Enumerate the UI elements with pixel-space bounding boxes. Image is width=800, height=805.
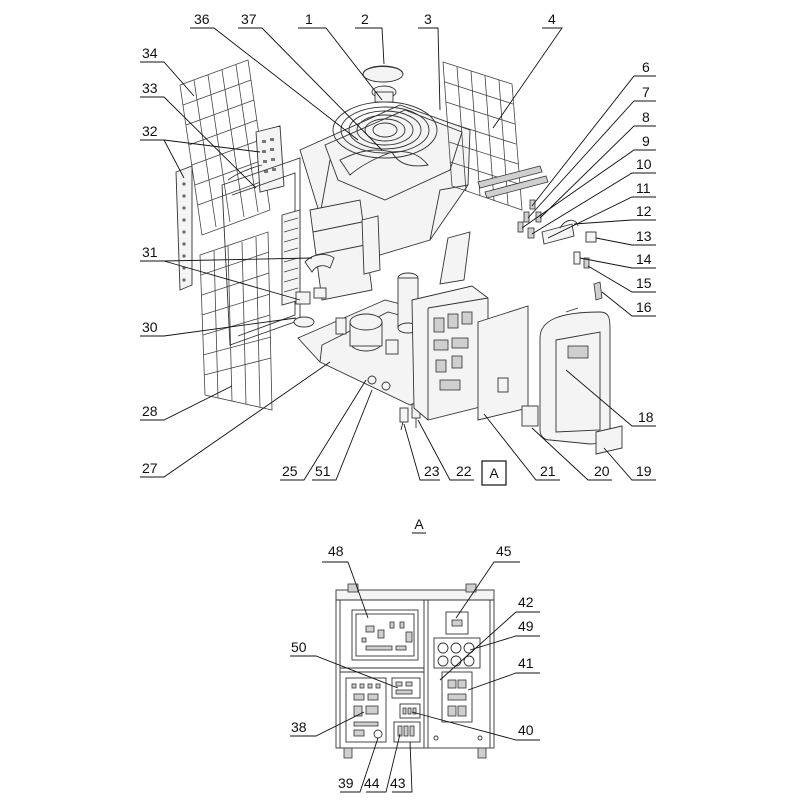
callout-13: 13 [636, 228, 652, 244]
callout-12: 12 [636, 203, 652, 219]
callout-23: 23 [424, 463, 440, 479]
upper-callouts: 1 2 3 4 36 37 34 33 32 31 30 28 [140, 11, 656, 481]
callout-32: 32 [142, 123, 158, 139]
callout-43: 43 [390, 775, 406, 791]
callout-39: 39 [338, 775, 354, 791]
callout-42: 42 [518, 594, 534, 610]
callout-16: 16 [636, 299, 652, 315]
callout-15: 15 [636, 275, 652, 291]
perforated-tube [255, 125, 285, 193]
lower-left-grille [199, 231, 273, 411]
detail-a-title-text: A [414, 516, 424, 532]
callout-11: 11 [636, 180, 651, 196]
callout-41: 41 [518, 655, 534, 671]
controller-box [595, 425, 623, 455]
perforated-side-panel [175, 165, 193, 291]
callout-49: 49 [518, 618, 534, 634]
callout-27: 27 [142, 460, 158, 476]
refrigeration-fittings [517, 199, 603, 301]
callout-20: 20 [594, 463, 610, 479]
callout-4: 4 [548, 11, 556, 27]
callout-25: 25 [282, 463, 298, 479]
callout-10: 10 [636, 156, 652, 172]
detail-a-title: A [412, 516, 426, 534]
callout-3: 3 [424, 11, 432, 27]
callout-37: 37 [241, 11, 257, 27]
callout-6: 6 [642, 59, 650, 75]
callout-44: 44 [364, 775, 380, 791]
callout-51: 51 [315, 463, 331, 479]
electrical-box-detail [335, 583, 495, 759]
callout-31: 31 [142, 244, 158, 260]
detail-ref-label: A [489, 465, 499, 481]
callout-2: 2 [361, 11, 369, 27]
electrical-box [411, 285, 489, 421]
callout-19: 19 [636, 463, 652, 479]
partition-plate [309, 199, 471, 301]
callout-34: 34 [142, 45, 158, 61]
side-panel [477, 305, 529, 421]
front-panel [521, 311, 611, 445]
detail-callouts: 48 45 42 49 41 40 50 38 39 44 43 [290, 543, 540, 793]
callout-30: 30 [142, 319, 158, 335]
callout-7: 7 [642, 84, 650, 100]
callout-45: 45 [496, 543, 512, 559]
callout-22: 22 [456, 463, 472, 479]
callout-14: 14 [636, 251, 652, 267]
small-rod [565, 307, 579, 313]
callout-18: 18 [638, 409, 654, 425]
callout-50: 50 [291, 639, 307, 655]
callout-9: 9 [642, 133, 650, 149]
detail-ref-box: A [481, 460, 507, 486]
callout-8: 8 [642, 109, 650, 125]
small-parts-left [293, 287, 327, 328]
callout-28: 28 [142, 403, 158, 419]
pipe-elbow [304, 254, 335, 273]
callout-36: 36 [194, 11, 210, 27]
callout-48: 48 [328, 543, 344, 559]
right-grille [442, 61, 549, 211]
callout-38: 38 [291, 719, 307, 735]
callout-33: 33 [142, 80, 158, 96]
callout-21: 21 [540, 463, 556, 479]
callout-1: 1 [305, 11, 313, 27]
left-grille [179, 59, 271, 236]
callout-40: 40 [518, 722, 534, 738]
